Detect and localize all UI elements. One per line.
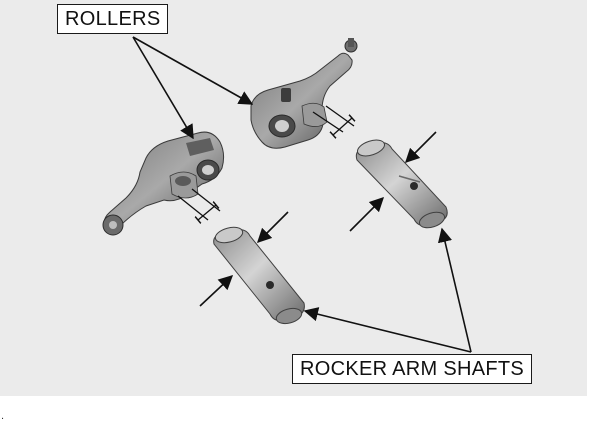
photo-background (0, 0, 587, 396)
rollers-label: ROLLERS (57, 4, 169, 34)
roller-width-dimension-lower (177, 188, 221, 224)
shaft-measure-arrows (199, 131, 437, 307)
roller-width-dimension-upper (312, 105, 356, 139)
rocker-arm-shaft-left (213, 226, 305, 325)
rocker-arm-lower (102, 131, 225, 236)
rocker-arm-shaft-right (355, 139, 448, 229)
rollers-leader-lines (132, 36, 254, 140)
rocker-arm-shafts-label: ROCKER ARM SHAFTS (292, 354, 533, 384)
corner-mark: . (1, 410, 5, 422)
shafts-leader-lines (303, 227, 472, 353)
rocker-arm-upper (250, 38, 358, 149)
